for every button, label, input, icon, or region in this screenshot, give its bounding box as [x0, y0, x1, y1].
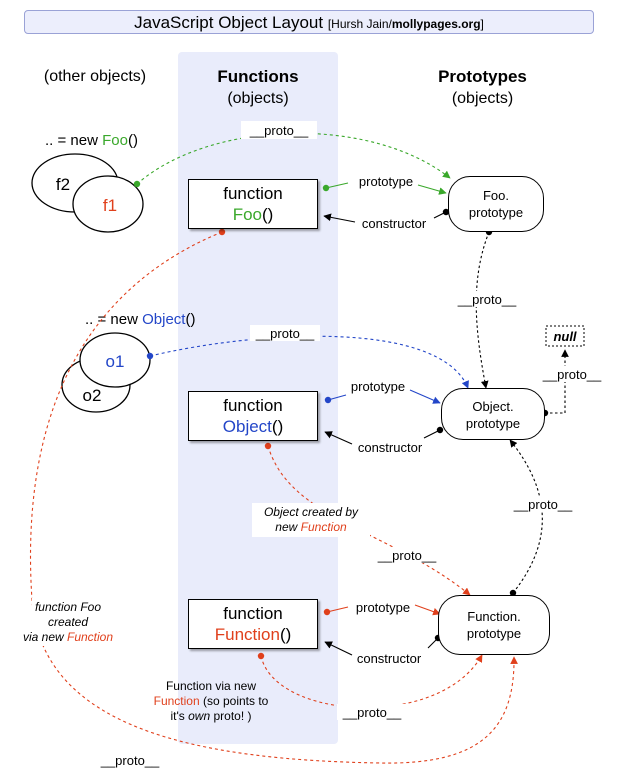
function-note-line2: Function (so points to	[154, 694, 269, 708]
instance-o1-ellipse	[79, 332, 151, 388]
object-constructor-link-b	[324, 431, 353, 445]
object-created-note-line2: new Function	[275, 520, 347, 534]
object-prototype-box: Object. prototype	[441, 388, 545, 440]
function-foo-box: function Foo()	[188, 179, 318, 229]
o1-proto-link	[149, 335, 469, 389]
function-function-keyword: function	[223, 604, 283, 623]
object-fn-proto-label: __proto__	[377, 548, 437, 563]
function-function-box: function Function()	[188, 599, 318, 649]
object-prototype-link-b	[409, 389, 441, 404]
function-prototype-proto-link	[509, 439, 543, 594]
foo-fn-proto-label: __proto__	[100, 753, 160, 768]
function-prototype-line1: Function.	[467, 609, 521, 624]
diagram-title: JavaScript Object Layout	[134, 13, 324, 32]
foo-created-note-line1: function Foo	[35, 600, 101, 614]
foo-prototype-link-a	[325, 182, 349, 189]
functions-heading-title: Functions	[217, 67, 299, 86]
function-foo-keyword: function	[223, 184, 283, 203]
foo-prototype-proto-link	[475, 231, 490, 389]
object-null-proto-label: __proto__	[542, 367, 602, 382]
other-objects-heading: (other objects)	[43, 68, 147, 85]
new-foo-caption: .. = new Foo()	[45, 132, 138, 149]
function-constructor-link-b	[324, 641, 353, 656]
foo-created-note-bg	[32, 598, 124, 646]
instance-f1-ellipse	[72, 175, 144, 233]
prototypes-heading: Prototypes (objects)	[400, 66, 565, 109]
function-constructor-label: constructor	[357, 651, 422, 666]
function-object-keyword: function	[223, 396, 283, 415]
function-fn-proto-label: __proto__	[342, 705, 402, 720]
function-object-name: Object()	[222, 417, 284, 436]
object-constructor-label: constructor	[358, 440, 423, 455]
foo-fn-proto-link	[29, 231, 518, 764]
instance-f2-label: f2	[56, 175, 70, 194]
credit-site: mollypages.org	[391, 17, 481, 31]
foo-created-note-line2: created	[48, 615, 88, 629]
foo-prototype-line2: prototype	[468, 205, 524, 220]
prototypes-heading-sub: (objects)	[451, 90, 514, 107]
object-prototype-label: prototype	[351, 379, 405, 394]
object-prototype-line2: prototype	[465, 416, 521, 431]
function-foo-name: Foo()	[232, 205, 274, 224]
function-prototype-line2: prototype	[466, 626, 522, 641]
object-created-note-line1: Object created by	[264, 505, 359, 519]
functions-heading: Functions (objects)	[178, 66, 338, 109]
function-prototype-box: Function. prototype	[438, 595, 550, 655]
instance-o2-label: o2	[83, 386, 102, 405]
function-prototype-proto-label: __proto__	[513, 497, 573, 512]
functions-heading-sub: (objects)	[227, 90, 289, 107]
object-prototype-line1: Object.	[472, 399, 514, 414]
f1-proto-label-bg	[241, 121, 317, 139]
null-box	[545, 325, 585, 347]
function-note-line3: it's own proto! )	[171, 709, 252, 723]
object-created-note-bg	[252, 503, 370, 537]
function-object-box: function Object()	[188, 391, 318, 441]
null-label: null	[553, 329, 576, 344]
prototypes-heading-title: Prototypes	[438, 67, 527, 86]
instance-f1-label: f1	[103, 196, 117, 215]
function-prototype-label: prototype	[356, 600, 410, 615]
foo-prototype-box: Foo. prototype	[448, 176, 544, 232]
foo-prototype-link-b	[417, 184, 447, 195]
function-function-name: Function()	[214, 625, 292, 644]
foo-constructor-link-b	[323, 213, 356, 223]
f1-proto-label: __proto__	[249, 123, 309, 138]
function-prototype-link-b	[414, 604, 441, 616]
o1-proto-label: __proto__	[255, 326, 315, 341]
title-bar: JavaScript Object Layout [Hursh Jain/mol…	[24, 10, 594, 34]
foo-constructor-label: constructor	[362, 216, 427, 231]
new-object-caption: .. = new Object()	[85, 311, 195, 328]
function-note-line1: Function via new	[166, 679, 256, 693]
foo-prototype-line1: Foo.	[482, 188, 509, 203]
title-credit: [Hursh Jain/mollypages.org]	[327, 17, 484, 31]
instance-o1-label: o1	[106, 352, 125, 371]
foo-prototype-label: prototype	[359, 174, 413, 189]
function-prototype-link-a	[326, 606, 349, 613]
foo-created-note-line3: via new Function	[23, 630, 113, 644]
foo-prototype-proto-label: __proto__	[457, 292, 517, 307]
